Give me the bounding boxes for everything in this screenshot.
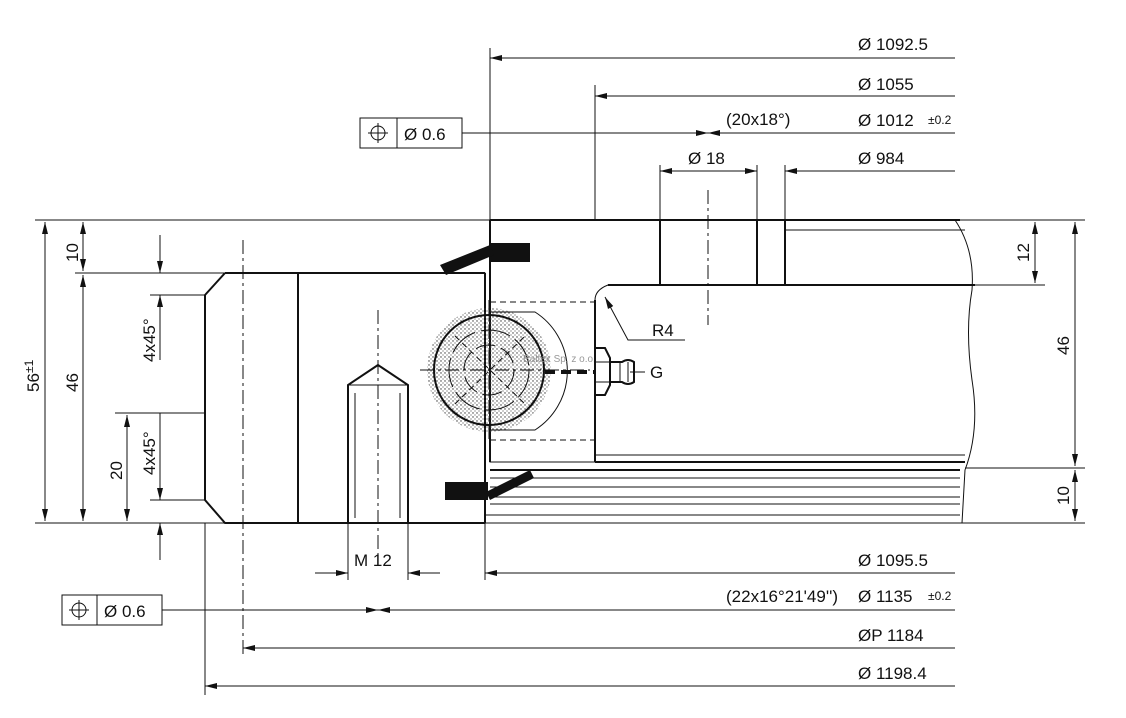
dim-12: 12 [1014,243,1033,262]
dim-20: 20 [107,461,126,480]
grease-nipple-icon: G [594,347,663,396]
left-dimensions: 56 ±1 10 46 4x45° 4x45° 20 [22,219,490,560]
position-tolerance-top-value: Ø 0.6 [404,125,446,144]
dim-1055: Ø 1055 [858,75,914,94]
dim-10-left: 10 [63,243,82,262]
dim-1135-tol: ±0.2 [928,589,952,603]
thread-size: M 12 [354,551,392,570]
chamfer-bottom: 4x45° [140,431,159,475]
dim-56: 56 [24,373,43,392]
seals [440,243,534,500]
radius-label: R4 [652,321,674,340]
dim-18: Ø 18 [688,149,725,168]
watermark-text: Baltex Sp. z o.o. [523,354,596,365]
dim-1095: Ø 1095.5 [858,551,928,570]
position-tolerance-top: Ø 0.6 [359,117,463,149]
dim-1198: Ø 1198.4 [858,664,927,683]
holes-top-count: (20x18°) [726,110,790,129]
dim-46-left: 46 [63,373,82,392]
dim-p1184: ØP 1184 [858,626,924,645]
position-tolerance-bottom-value: Ø 0.6 [104,602,146,621]
dim-984: Ø 984 [858,149,904,168]
dim-10-right: 10 [1054,486,1073,505]
dim-1135: Ø 1135 [858,587,913,606]
dim-56-tol: ±1 [22,359,36,373]
right-dimensions: 12 46 10 [960,219,1085,524]
dim-1092: Ø 1092.5 [858,35,928,54]
ball-raceway: Baltex Sp. z o.o. [420,300,596,440]
inner-ring [204,240,486,655]
bottom-dimensions: M 12 Ø 1095.5 (22x16°21'49'') Ø 1135 ±0.… [162,523,955,695]
top-dimensions: Ø 1092.5 Ø 1055 (20x18°) Ø 1012 ±0.2 Ø 1… [462,35,955,220]
dim-1012-tol: ±0.2 [928,113,952,127]
chamfer-top: 4x45° [140,318,159,362]
dim-1012: Ø 1012 [858,111,914,130]
position-tolerance-bottom: Ø 0.6 [61,594,163,626]
holes-bottom-count: (22x16°21'49'') [726,587,838,606]
dim-46-right: 46 [1054,336,1073,355]
grease-label: G [650,363,663,382]
